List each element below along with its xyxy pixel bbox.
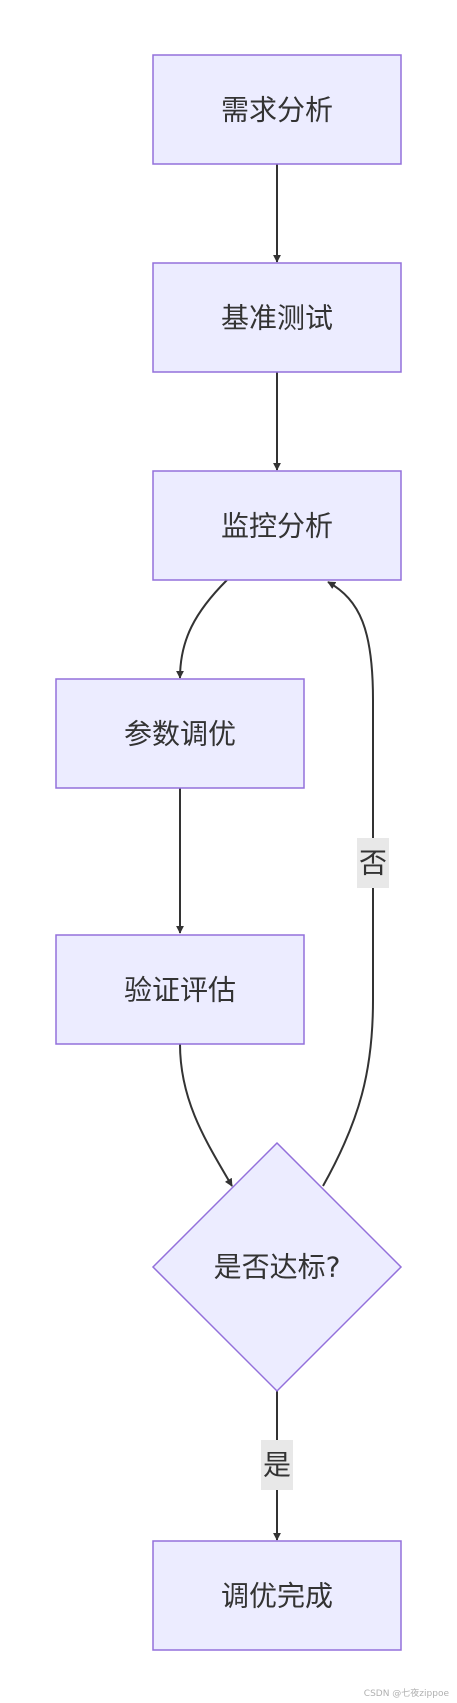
edge-label-yes-text: 是 [263, 1449, 291, 1482]
watermark: CSDN @七夜zippoe [363, 1689, 449, 1699]
node-monitor[interactable]: 监控分析 [152, 470, 402, 581]
node-benchmark[interactable]: 基准测试 [152, 262, 402, 373]
node-decision-label: 是否达标? [214, 1251, 341, 1284]
edge-label-no: 否 [357, 838, 389, 888]
edge-monitor-to-tuning [176, 579, 228, 679]
node-requirements[interactable]: 需求分析 [152, 54, 402, 165]
node-decision[interactable]: 是否达标? [151, 1141, 403, 1393]
node-monitor-label: 监控分析 [221, 510, 333, 543]
edge-decision-to-monitor [322, 581, 374, 1187]
node-tuning-label: 参数调优 [124, 718, 236, 751]
edge-validation-to-decision [179, 1043, 233, 1187]
node-validation[interactable]: 验证评估 [55, 934, 305, 1045]
node-tuning[interactable]: 参数调优 [55, 678, 305, 789]
edge-label-yes: 是 [261, 1440, 293, 1490]
node-validation-label: 验证评估 [124, 974, 236, 1007]
edge-label-no-text: 否 [359, 847, 387, 880]
node-benchmark-label: 基准测试 [221, 302, 333, 335]
node-requirements-label: 需求分析 [221, 94, 333, 127]
node-complete[interactable]: 调优完成 [152, 1540, 402, 1651]
node-complete-label: 调优完成 [221, 1580, 333, 1613]
